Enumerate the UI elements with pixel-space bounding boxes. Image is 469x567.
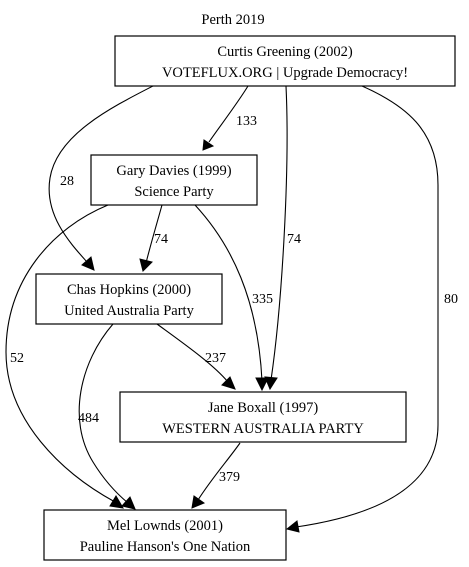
node-chas-hopkins: Chas Hopkins (2000) United Australia Par… (35, 273, 223, 325)
edge-curtis-to-gary: 133 (202, 85, 257, 151)
node-gary-davies: Gary Davies (1999) Science Party (90, 154, 258, 206)
edge-chas-to-jane: 237 (156, 323, 236, 390)
edge-gary-to-jane: 335 (194, 204, 273, 392)
edge-curtis-to-jane: 74 (264, 85, 301, 391)
edge-label: 74 (287, 232, 301, 247)
node-name: Gary Davies (1999) (116, 163, 231, 179)
edge-gary-to-chas: 74 (139, 204, 168, 272)
graph-title: Perth 2019 (201, 12, 264, 28)
edge-jane-to-mel: 379 (191, 442, 241, 509)
edge-label: 237 (205, 351, 226, 366)
node-name: Jane Boxall (1997) (208, 400, 319, 416)
node-party: VOTEFLUX.ORG | Upgrade Democracy! (162, 65, 408, 81)
edge-curtis-to-mel: 80 (285, 85, 458, 533)
edge-chas-to-mel: 484 (78, 323, 136, 510)
node-curtis-greening: Curtis Greening (2002) VOTEFLUX.ORG | Up… (114, 35, 456, 87)
node-name: Mel Lownds (2001) (107, 518, 223, 534)
node-name: Chas Hopkins (2000) (67, 282, 191, 298)
edge-label: 28 (60, 174, 74, 189)
node-jane-boxall: Jane Boxall (1997) WESTERN AUSTRALIA PAR… (119, 391, 407, 443)
edge-label: 74 (154, 232, 168, 247)
node-mel-lownds: Mel Lownds (2001) Pauline Hanson's One N… (43, 509, 287, 561)
edge-label: 335 (252, 292, 273, 307)
edge-label: 52 (10, 351, 24, 366)
edge-label: 484 (78, 411, 99, 426)
node-party: Pauline Hanson's One Nation (80, 539, 251, 555)
node-name: Curtis Greening (2002) (217, 44, 352, 60)
edge-label: 133 (236, 114, 257, 129)
node-party: Science Party (134, 184, 214, 200)
node-party: United Australia Party (64, 303, 194, 319)
edge-label: 80 (444, 292, 458, 307)
edge-label: 379 (219, 470, 240, 485)
edge-curtis-to-chas: 28 (48, 85, 154, 271)
edge-gary-to-mel: 52 (5, 204, 124, 509)
node-party: WESTERN AUSTRALIA PARTY (162, 421, 364, 437)
